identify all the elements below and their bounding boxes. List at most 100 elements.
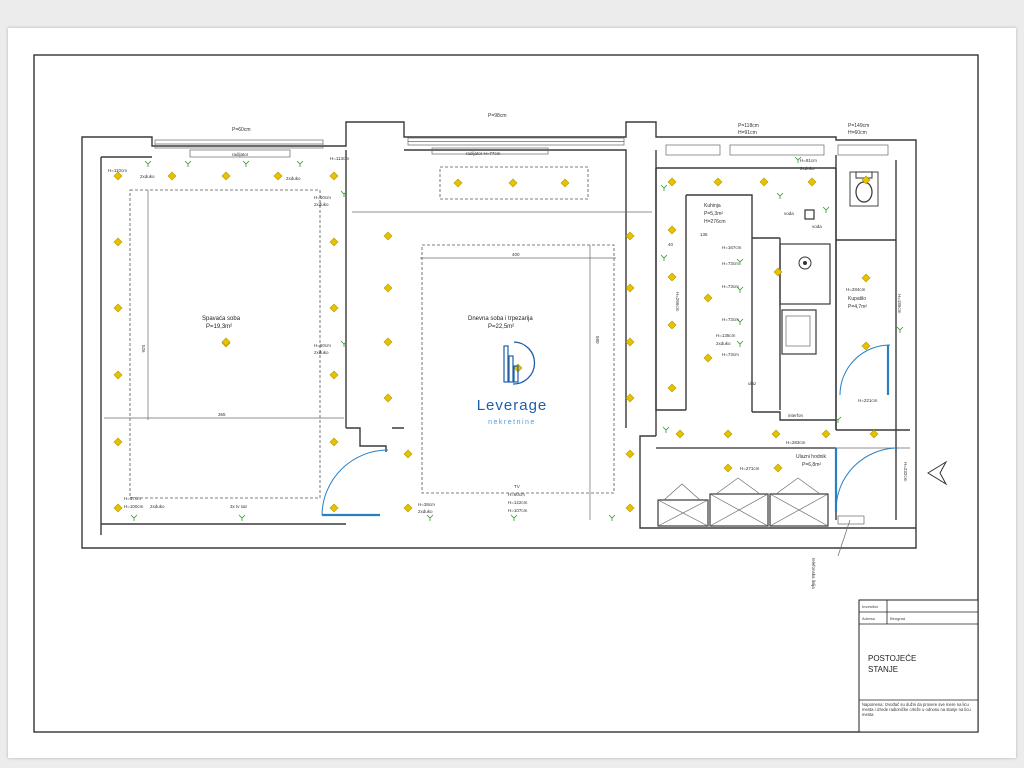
label-h221: H=221cm xyxy=(858,398,878,403)
light-fixture-icon xyxy=(329,370,339,380)
entry-area: P=6,8m² xyxy=(802,462,821,468)
light-fixture-icon xyxy=(221,171,231,181)
light-fixture-icon xyxy=(560,178,570,188)
light-fixture-icon xyxy=(383,231,393,241)
label-p-top-mid: P=98cm xyxy=(488,113,506,119)
label-h113: H=113cm xyxy=(330,156,349,161)
light-fixture-icon xyxy=(329,437,339,447)
bedroom-dim-h: 365 xyxy=(218,412,226,417)
outlet-icon xyxy=(736,258,744,265)
light-fixture-icon xyxy=(329,237,339,247)
label-p-top-r2b: H=60cm xyxy=(848,130,867,136)
logo-sub: nekretnine xyxy=(488,419,536,426)
radiators xyxy=(189,147,549,158)
label-radiator-mid: radijator H=77cm xyxy=(466,151,501,156)
label-h60-2d: H=60cm xyxy=(314,195,331,200)
light-fixture-icon xyxy=(113,303,123,313)
outlet-icon xyxy=(242,160,250,167)
outlet-icon xyxy=(736,286,744,293)
light-fixtures xyxy=(113,171,879,513)
light-fixture-icon xyxy=(329,171,339,181)
sheet-frame xyxy=(33,54,979,733)
outlet-icon xyxy=(736,340,744,347)
kitchen-name: Kuhinja xyxy=(704,203,721,209)
label-bed-r2: 2xduko xyxy=(314,350,329,355)
label-p-top-r1a: P=118cm xyxy=(738,123,759,129)
living-dim-h: 400 xyxy=(512,252,520,257)
wardrobes xyxy=(657,477,829,527)
ceiling-outlines xyxy=(104,166,910,520)
label-2xduko-k: 2xduko xyxy=(716,341,731,346)
kitchen-area: P=5,3m² xyxy=(704,211,723,217)
label-h38-duko: 2xduko xyxy=(418,509,433,514)
light-fixture-icon xyxy=(113,437,123,447)
label-tv-h3: H=107cm xyxy=(508,508,528,513)
light-fixture-icon xyxy=(625,393,635,403)
outlet-icon xyxy=(660,184,668,191)
outlet-icon xyxy=(794,156,802,163)
light-fixture-icon xyxy=(703,353,713,363)
leverage-logo: Leverage nekretnine xyxy=(477,341,548,426)
light-fixture-icon xyxy=(703,293,713,303)
title-line2: STANJE xyxy=(868,665,898,674)
outlet-icon xyxy=(296,160,304,167)
outlet-icon xyxy=(340,340,348,347)
label-interfon: interfon xyxy=(788,413,804,418)
label-h38: H=38cm xyxy=(418,502,435,507)
light-fixture-icon xyxy=(821,429,831,439)
outlet-icon xyxy=(184,160,192,167)
label-tv-sat: 3x tv sat xyxy=(230,504,248,509)
label-h135: H=135cm xyxy=(716,333,736,338)
doors xyxy=(321,344,899,525)
label-ulaz: ulaz xyxy=(748,381,757,386)
label-tv-h1: H=60cm xyxy=(508,492,525,497)
label-h110: H=110cm xyxy=(108,168,127,173)
outlet-icon xyxy=(896,326,904,333)
light-fixture-icon xyxy=(869,429,879,439)
title-row2-label: Adresa xyxy=(862,616,875,621)
title-line1: POSTOJEĆE xyxy=(868,654,916,663)
label-2xduko-b: 2xduko xyxy=(286,176,301,181)
label-bed-r1: H=60cm xyxy=(314,343,331,348)
outlet-icon xyxy=(822,206,830,213)
light-fixture-icon xyxy=(773,267,783,277)
living-dim-v: 580 xyxy=(595,336,600,344)
living-name: Dnevna soba i trpezarija xyxy=(468,316,533,322)
label-40: 40 xyxy=(668,242,674,247)
logo-name: Leverage xyxy=(477,397,548,414)
kitchen-fixtures xyxy=(779,171,879,355)
light-fixture-icon xyxy=(113,171,123,181)
light-fixture-icon xyxy=(759,177,769,187)
light-fixture-icon xyxy=(113,503,123,513)
outlet-icon xyxy=(662,426,670,433)
title-row1-label: Investitor xyxy=(862,604,879,609)
bedroom-area: P=19,3m² xyxy=(206,324,232,330)
label-p-top-r2a: P=149cm xyxy=(848,123,869,129)
label-p-top-left: P=60cm xyxy=(232,127,250,133)
light-fixture-icon xyxy=(625,337,635,347)
light-fixture-icon xyxy=(167,171,177,181)
entry-name: Ulazni hodnik xyxy=(796,454,827,460)
label-2xduko-c: 2xduko xyxy=(314,202,329,207)
title-block-note: Napomena: Izvođač su dužni da provere sv… xyxy=(862,702,971,718)
outlet-icon xyxy=(340,190,348,197)
light-fixture-icon xyxy=(667,177,677,187)
windows xyxy=(154,137,889,156)
entry-h: H=271cm xyxy=(740,466,760,471)
label-bl1: H=37cm xyxy=(124,496,141,501)
outlet-icon xyxy=(130,514,138,521)
light-fixture-icon xyxy=(861,175,871,185)
plan-labels: P=60cm P=98cm P=118cm H=91cm P=149cm H=6… xyxy=(108,113,908,589)
light-fixture-icon xyxy=(329,503,339,513)
light-fixture-icon xyxy=(383,283,393,293)
bath-area: P=4,7m² xyxy=(848,304,867,310)
outlet-icon xyxy=(238,514,246,521)
label-radiator-left: radijator xyxy=(232,152,249,157)
label-h73c: H=73cm xyxy=(722,317,739,322)
light-fixture-icon xyxy=(667,320,677,330)
light-fixture-icon xyxy=(403,449,413,459)
outlets xyxy=(130,156,904,521)
label-2xduko-a: 2xduko xyxy=(140,174,155,179)
